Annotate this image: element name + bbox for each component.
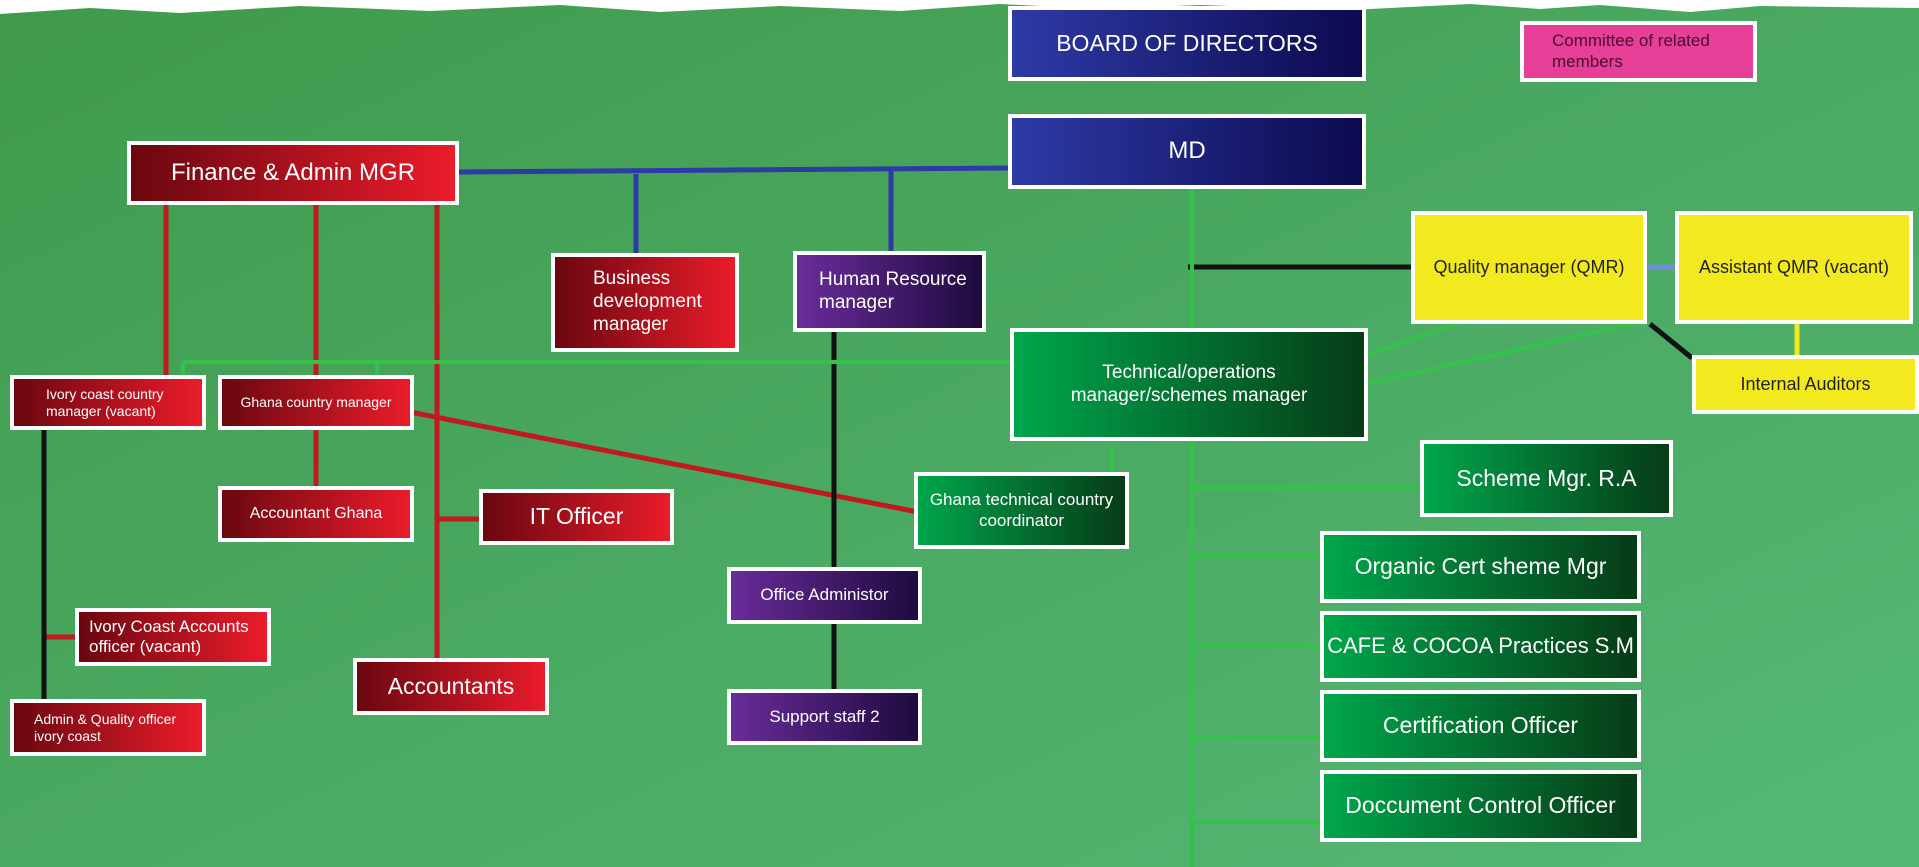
- assistant-qmr-box: Assistant QMR (vacant): [1675, 211, 1913, 324]
- scheme-manager-ra-box: Scheme Mgr. R.A: [1420, 440, 1673, 517]
- internal-auditors-box: Internal Auditors: [1692, 355, 1919, 414]
- human-resource-manager-box: Human Resource manager: [793, 251, 986, 332]
- ivory-coast-country-manager-box: Ivory coast country manager (vacant): [10, 375, 206, 430]
- document-control-officer-box: Doccument Control Officer: [1320, 770, 1641, 842]
- board-of-directors-box: BOARD OF DIRECTORS: [1008, 6, 1366, 81]
- ghana-country-manager-box: Ghana country manager: [218, 375, 414, 430]
- office-administrator-box: Office Administor: [727, 567, 922, 624]
- ghana-technical-coordinator-box: Ghana technical country coordinator: [914, 472, 1129, 549]
- committee-box: Committee of related members: [1520, 21, 1757, 82]
- accountants-box: Accountants: [353, 658, 549, 715]
- blue-connectors: [455, 165, 1011, 254]
- it-officer-box: IT Officer: [479, 489, 674, 545]
- black-connectors: [41, 264, 1694, 702]
- support-staff-box: Support staff 2: [727, 689, 922, 745]
- business-development-manager-box: Business development manager: [551, 253, 739, 352]
- torn-paper-edge: [0, 0, 1919, 14]
- finance-admin-manager-box: Finance & Admin MGR: [127, 141, 459, 205]
- md-box: MD: [1008, 114, 1366, 189]
- certification-officer-box: Certification Officer: [1320, 690, 1641, 762]
- technical-operations-manager-box: Technical/operations manager/schemes man…: [1010, 328, 1368, 441]
- organic-cert-scheme-manager-box: Organic Cert sheme Mgr: [1320, 531, 1641, 603]
- quality-manager-box: Quality manager (QMR): [1411, 211, 1647, 324]
- admin-quality-officer-box: Admin & Quality officer ivory coast: [10, 699, 206, 756]
- cafe-cocoa-practices-box: CAFE & COCOA Practices S.M: [1320, 611, 1641, 682]
- accountant-ghana-box: Accountant Ghana: [218, 486, 414, 542]
- ivory-coast-accounts-officer-box: Ivory Coast Accounts officer (vacant): [75, 608, 271, 666]
- green-connectors: [181, 188, 1641, 867]
